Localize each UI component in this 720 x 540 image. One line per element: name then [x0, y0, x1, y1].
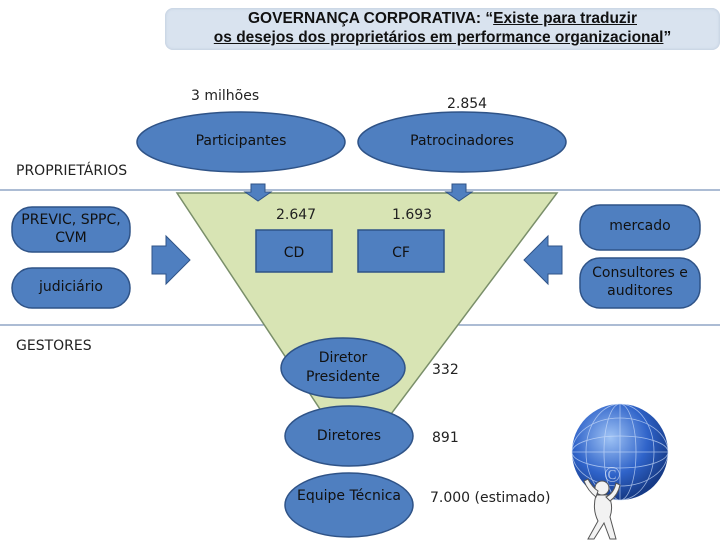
consultores-label: Consultores e auditores — [592, 265, 688, 299]
mercado-label: mercado — [609, 218, 671, 234]
down-arrow-left-icon — [243, 183, 273, 202]
right-arrow-icon — [523, 234, 563, 286]
equipe-tecnica-ellipse — [284, 472, 414, 538]
diretor-presidente-ellipse — [280, 337, 406, 399]
patrocinadores-ellipse — [357, 111, 567, 173]
diretores-label: Diretores — [316, 428, 382, 444]
judiciario-label: judiciário — [39, 279, 103, 295]
svg-text:©: © — [604, 462, 621, 487]
diretores-ellipse — [284, 405, 414, 467]
participantes-count: 3 milhões — [191, 88, 260, 104]
cd-count: 2.647 — [276, 207, 317, 223]
equipe-tecnica-count: 7.000 (estimado) — [430, 490, 551, 506]
cd-label: CD — [283, 245, 305, 261]
mercado-box — [579, 204, 701, 251]
section-gestores: GESTORES — [16, 338, 92, 354]
diretores-count: 891 — [432, 430, 459, 446]
participantes-label: Participantes — [195, 133, 287, 149]
consultores-box — [579, 257, 701, 309]
title-banner — [165, 8, 720, 50]
participantes-ellipse — [136, 111, 346, 173]
regulators-box — [11, 206, 131, 253]
equipe-tecnica-label: Equipe Técnica — [297, 488, 401, 504]
regulators-label: PREVIC, SPPC, CVM — [21, 212, 121, 246]
down-arrow-right-icon — [444, 183, 474, 202]
diretor-presidente-count: 332 — [432, 362, 459, 378]
judiciario-box — [11, 267, 131, 309]
diretor-presidente-label: Diretor Presidente — [306, 350, 380, 385]
left-arrow-icon — [151, 234, 191, 286]
section-proprietarios: PROPRIETÁRIOS — [16, 163, 128, 179]
cf-box — [357, 229, 445, 273]
cd-box — [255, 229, 333, 273]
patrocinadores-count: 2.854 — [447, 96, 488, 112]
atlas-globe-icon: © — [571, 403, 669, 540]
cf-label: CF — [392, 245, 410, 261]
patrocinadores-label: Patrocinadores — [410, 133, 514, 149]
page-title: GOVERNANÇA CORPORATIVA: “Existe para tra… — [213, 10, 672, 46]
cf-count: 1.693 — [392, 207, 433, 223]
